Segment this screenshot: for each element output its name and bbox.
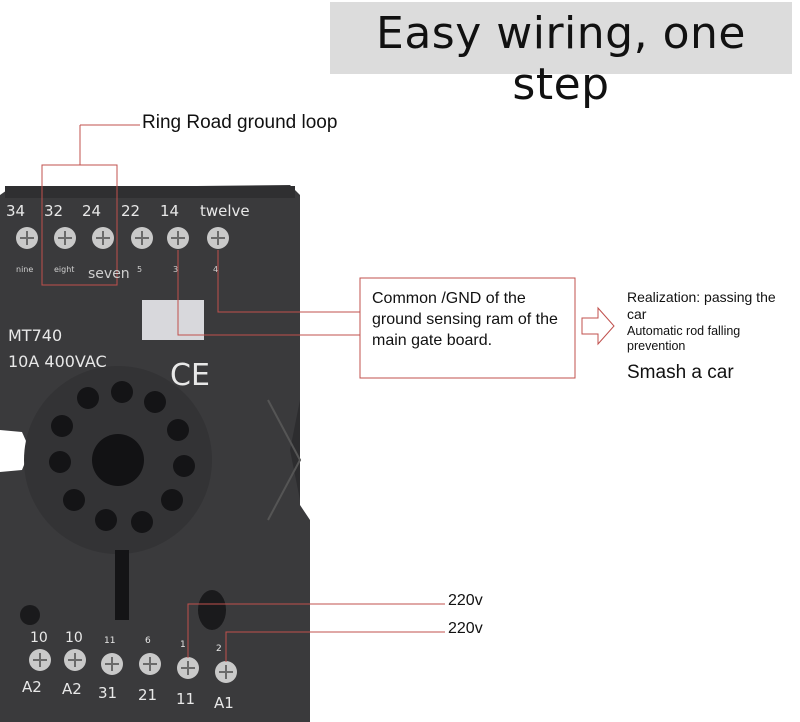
banner-title: Easy wiring, one step (376, 8, 746, 110)
terminal-label: 14 (160, 202, 180, 220)
terminal-label: 1 (180, 640, 186, 650)
terminal-label: A2 (22, 678, 42, 696)
result-block: Realization: passing the car Automatic r… (627, 289, 797, 384)
rating-label: 10A 400VAC (8, 352, 107, 371)
terminal-label: twelve (200, 202, 250, 220)
terminal-sublabel: 4 (213, 265, 219, 274)
terminal-label: 31 (98, 684, 118, 702)
terminal-label: 11 (104, 636, 116, 646)
terminal-label: 21 (138, 686, 158, 704)
terminal-label: 32 (44, 202, 64, 220)
terminal-label: A2 (62, 680, 82, 698)
terminal-label: 11 (176, 690, 196, 708)
voltage-label-2: 220v (448, 620, 483, 637)
ring-loop-label: Ring Road ground loop (142, 112, 338, 133)
terminal-label: 34 (6, 202, 26, 220)
terminal-label: 10 (65, 630, 83, 646)
terminal-label: 2 (216, 644, 222, 654)
voltage-label-1: 220v (448, 592, 483, 609)
title-banner (330, 2, 792, 74)
terminal-sublabel: seven (88, 266, 130, 282)
automatic-label: Automatic rod falling prevention (627, 324, 741, 353)
terminal-sublabel: nine (16, 265, 34, 274)
terminal-label: 24 (82, 202, 102, 220)
terminal-sublabel: eight (54, 265, 75, 274)
ce-mark: CE (170, 358, 210, 393)
terminal-sublabel: 5 (137, 265, 143, 274)
terminal-sublabel: 3 (173, 265, 179, 274)
terminal-label: 6 (145, 636, 151, 646)
realization-label: Realization: passing the car (627, 289, 776, 322)
model-label: MT740 (8, 326, 63, 345)
terminal-label: 10 (30, 630, 48, 646)
terminal-label: A1 (214, 694, 234, 712)
smash-label: Smash a car (627, 362, 734, 383)
common-gnd-label: Common /GND of the ground sensing ram of… (372, 290, 558, 349)
terminal-label: 22 (121, 202, 141, 220)
